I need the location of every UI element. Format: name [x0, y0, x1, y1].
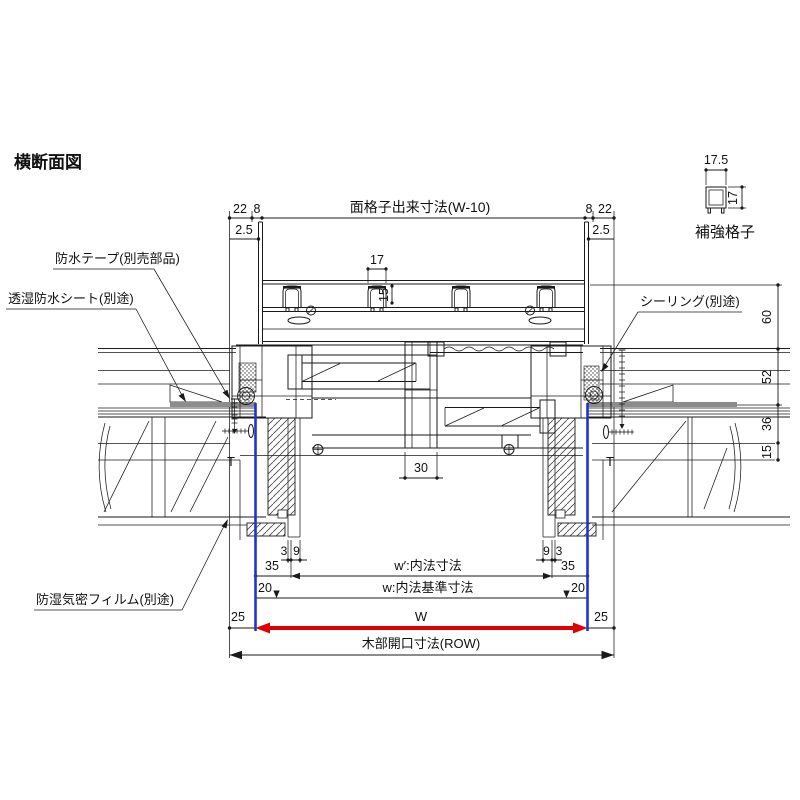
- grille-clip: [367, 285, 387, 312]
- screen-interlock: [427, 341, 445, 357]
- dim-left-8: 8: [254, 202, 261, 216]
- dim-15: 15: [760, 445, 774, 459]
- grille-clip: [282, 285, 302, 312]
- outer-sash-stile: [287, 354, 303, 390]
- top-dimensions: 22 8 面格子出来寸法(W-10) 8 22 2.5 2.5: [227, 199, 616, 658]
- t-mark-right: T: [606, 454, 614, 469]
- dim-left-2_5: 2.5: [235, 223, 252, 237]
- grille-clip: [536, 285, 556, 312]
- screw-horizontal: [603, 425, 634, 439]
- moisture-film-label: 防湿気密フィルム(別途): [36, 592, 174, 607]
- row-label: 木部開口寸法(ROW): [362, 636, 480, 651]
- grille-width-label: 面格子出来寸法(W-10): [350, 199, 491, 215]
- dim-right-9: 9: [543, 544, 550, 558]
- waterproof-tape-band: [170, 402, 256, 407]
- dim-left-25: 25: [231, 610, 245, 624]
- backer-rod: [585, 386, 603, 404]
- wall-left: T: [98, 348, 266, 526]
- detail-width-dim: 17.5: [704, 153, 728, 167]
- red-arrow-right: [573, 622, 588, 634]
- base-width-label: w:内法基準寸法: [381, 580, 473, 595]
- frame-screw-icon: [312, 444, 324, 455]
- wall-right: T: [587, 348, 790, 526]
- glazing-clip: [501, 434, 519, 449]
- backer-rod: [237, 387, 255, 405]
- dim-left-22: 22: [233, 202, 247, 216]
- dim-52: 52: [760, 370, 774, 384]
- bottom-dimensions: 3 9 9 3 35 35 w′:内法寸法 20 20 w:内法基準寸法 25 …: [227, 403, 616, 660]
- rail-screw-icon: [525, 305, 535, 316]
- screw-vertical: [618, 349, 626, 429]
- wood-grain: [733, 422, 742, 513]
- screen-mesh-wave: [443, 346, 555, 352]
- window-grille: 17 15: [258, 221, 589, 344]
- reinforcement-grille-detail: 17.5 17 補強格子: [695, 153, 755, 241]
- screen-interlock: [549, 341, 567, 357]
- clip-width-dim: 17: [370, 253, 384, 267]
- dim-60: 60: [760, 310, 774, 324]
- clip-height-dim: 15: [377, 288, 391, 302]
- wood-sill-hatched: [246, 522, 286, 537]
- rail-screw-icon: [306, 305, 316, 316]
- rail-slot: [528, 316, 552, 325]
- drawing-title: 横断面図: [14, 152, 82, 172]
- inner-sash-stile: [539, 399, 556, 434]
- inner-width-label: w′:内法寸法: [393, 558, 461, 573]
- meeting-stile: [404, 341, 438, 449]
- dim-right-20: 20: [571, 581, 585, 595]
- dim-right-25: 25: [594, 610, 608, 624]
- sealing-label: シーリング(別途): [640, 294, 740, 309]
- dim-30: 30: [414, 461, 428, 475]
- dim-left-3: 3: [281, 544, 288, 558]
- wood-sill-hatched: [557, 522, 597, 537]
- dim-left-9: 9: [293, 544, 300, 558]
- dim-right-22: 22: [598, 202, 612, 216]
- waterproof-tape-band: [587, 402, 737, 407]
- jamb-right: [530, 345, 634, 540]
- callout-labels: 防水テープ(別売部品) 透湿防水シート(別途) 防湿気密フィルム(別途) シーリ…: [6, 251, 742, 611]
- waterproof-tape-label: 防水テープ(別売部品): [55, 251, 180, 266]
- detail-label: 補強格子: [695, 224, 755, 241]
- jamb-left: [222, 345, 313, 540]
- breathable-sheet-label: 透湿防水シート(別途): [8, 291, 134, 306]
- t-mark-left: T: [227, 454, 235, 469]
- frame-screw-icon: [503, 444, 515, 455]
- dim-left-20: 20: [258, 581, 272, 595]
- right-vertical-dimensions: 60 52 36 15: [590, 283, 782, 462]
- rail-slot: [287, 316, 311, 325]
- grille-clip: [451, 285, 471, 312]
- dim-left-35: 35: [265, 559, 279, 573]
- dim-right-2_5: 2.5: [592, 223, 609, 237]
- wood-grain: [98, 422, 107, 513]
- red-arrow-left: [255, 622, 270, 634]
- dim-right-35: 35: [561, 559, 575, 573]
- sash-assembly: 30: [236, 341, 583, 480]
- detail-height-dim: 17: [726, 191, 740, 205]
- dim-36: 36: [760, 417, 774, 431]
- furring-wedge: [622, 384, 674, 403]
- dim-right-3: 3: [556, 544, 563, 558]
- screw-horizontal: [222, 424, 254, 438]
- dim-right-8: 8: [586, 202, 593, 216]
- wood-stud-hatched: [267, 417, 296, 516]
- w-label: W: [415, 609, 428, 624]
